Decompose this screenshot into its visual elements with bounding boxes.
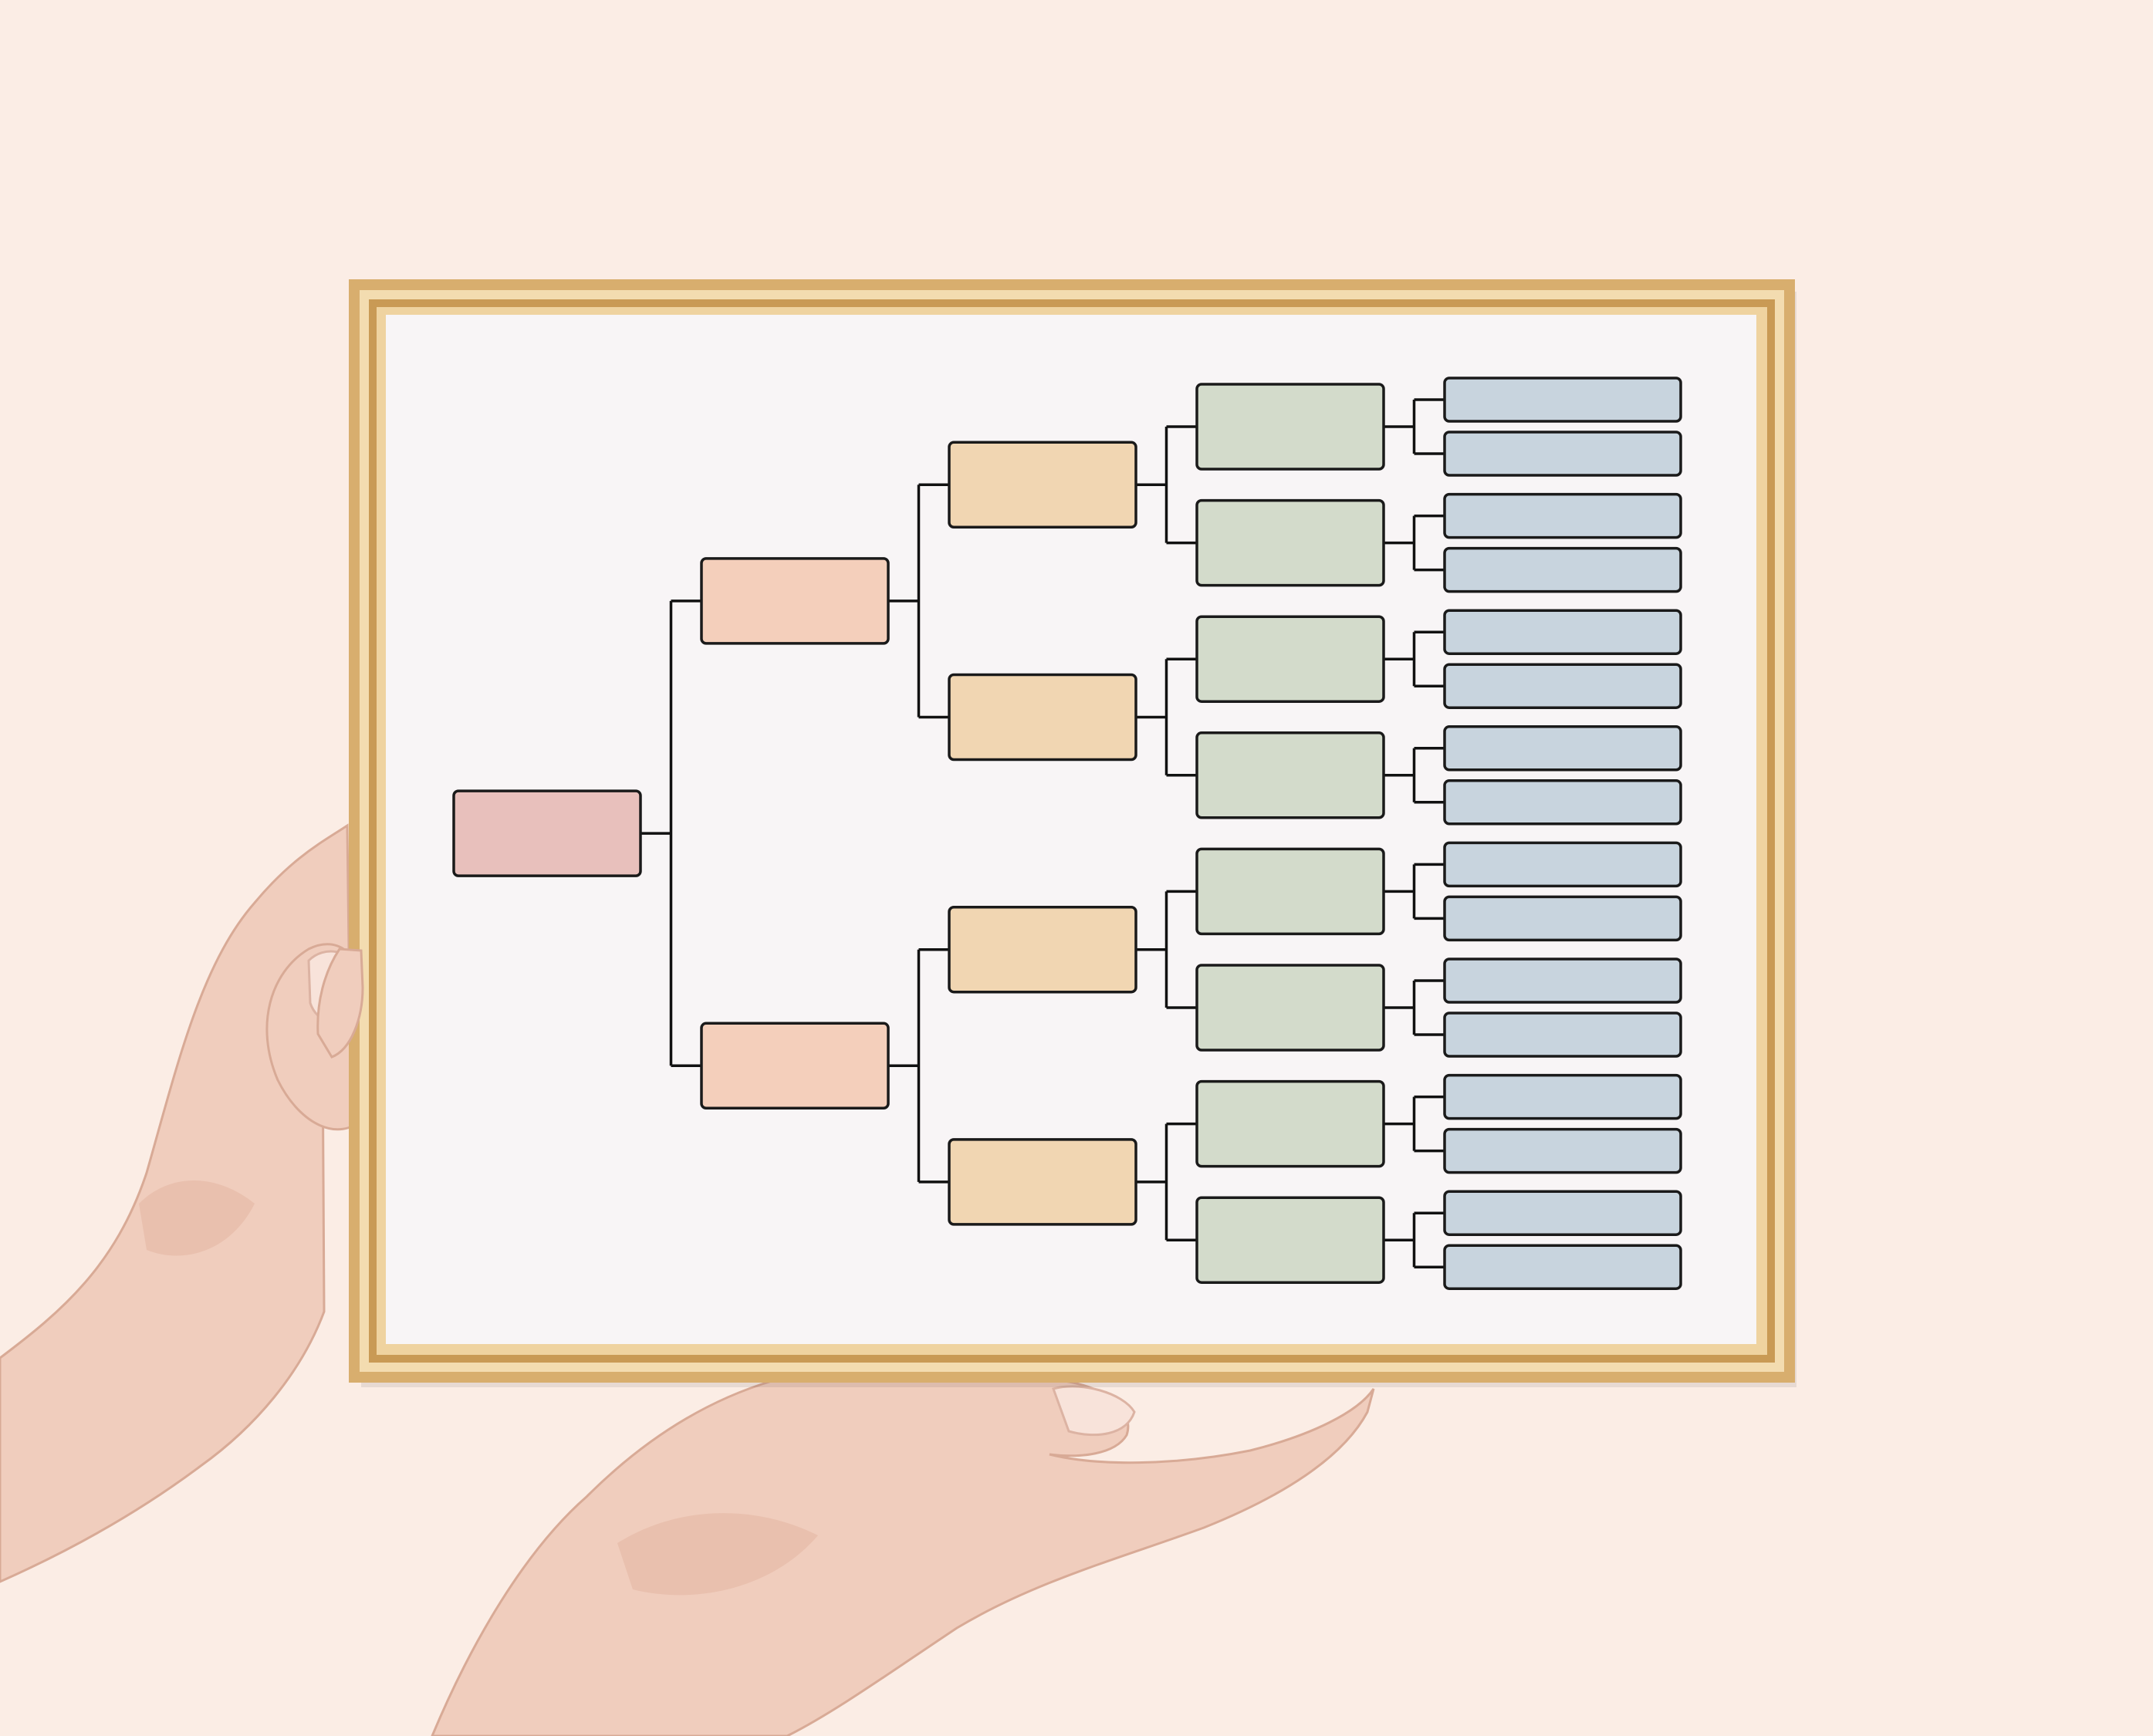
- tree-box-gen2: [700, 557, 890, 645]
- tree-box-gen3: [948, 441, 1137, 529]
- tree-box-gen5: [1443, 841, 1682, 888]
- tree-box-gen4: [1195, 1079, 1385, 1168]
- tree-box-gen4: [1195, 383, 1385, 471]
- tree-box-gen5: [1443, 1012, 1682, 1058]
- tree-box-gen4: [1195, 1196, 1385, 1284]
- tree-box-gen4: [1195, 615, 1385, 703]
- tree-box-gen5: [1443, 431, 1682, 477]
- tree-box-gen5: [1443, 1073, 1682, 1120]
- tree-box-gen3: [948, 673, 1137, 762]
- tree-box-gen5: [1443, 779, 1682, 826]
- tree-box-gen3: [948, 905, 1137, 994]
- tree-box-gen5: [1443, 546, 1682, 593]
- tree-box-gen5: [1443, 958, 1682, 1004]
- tree-box-gen5: [1443, 609, 1682, 655]
- tree-box-gen5: [1443, 1244, 1682, 1290]
- tree-box-gen4: [1195, 731, 1385, 819]
- tree-box-gen5: [1443, 895, 1682, 942]
- left-hand: [0, 823, 364, 1583]
- tree-box-gen2: [700, 1022, 890, 1110]
- tree-box-gen4: [1195, 498, 1385, 587]
- tree-box-gen1: [452, 789, 642, 877]
- tree-box-gen5: [1443, 1190, 1682, 1236]
- tree-box-gen5: [1443, 725, 1682, 772]
- tree-box-gen5: [1443, 377, 1682, 423]
- family-tree-chart: [452, 377, 1682, 1290]
- tree-box-gen3: [948, 1138, 1137, 1226]
- tree-box-gen4: [1195, 964, 1385, 1052]
- left-thumb: [316, 947, 364, 1059]
- tree-box-gen4: [1195, 847, 1385, 936]
- right-hand: [431, 1380, 1375, 1736]
- tree-box-gen5: [1443, 1127, 1682, 1174]
- tree-box-gen5: [1443, 492, 1682, 539]
- tree-box-gen5: [1443, 663, 1682, 709]
